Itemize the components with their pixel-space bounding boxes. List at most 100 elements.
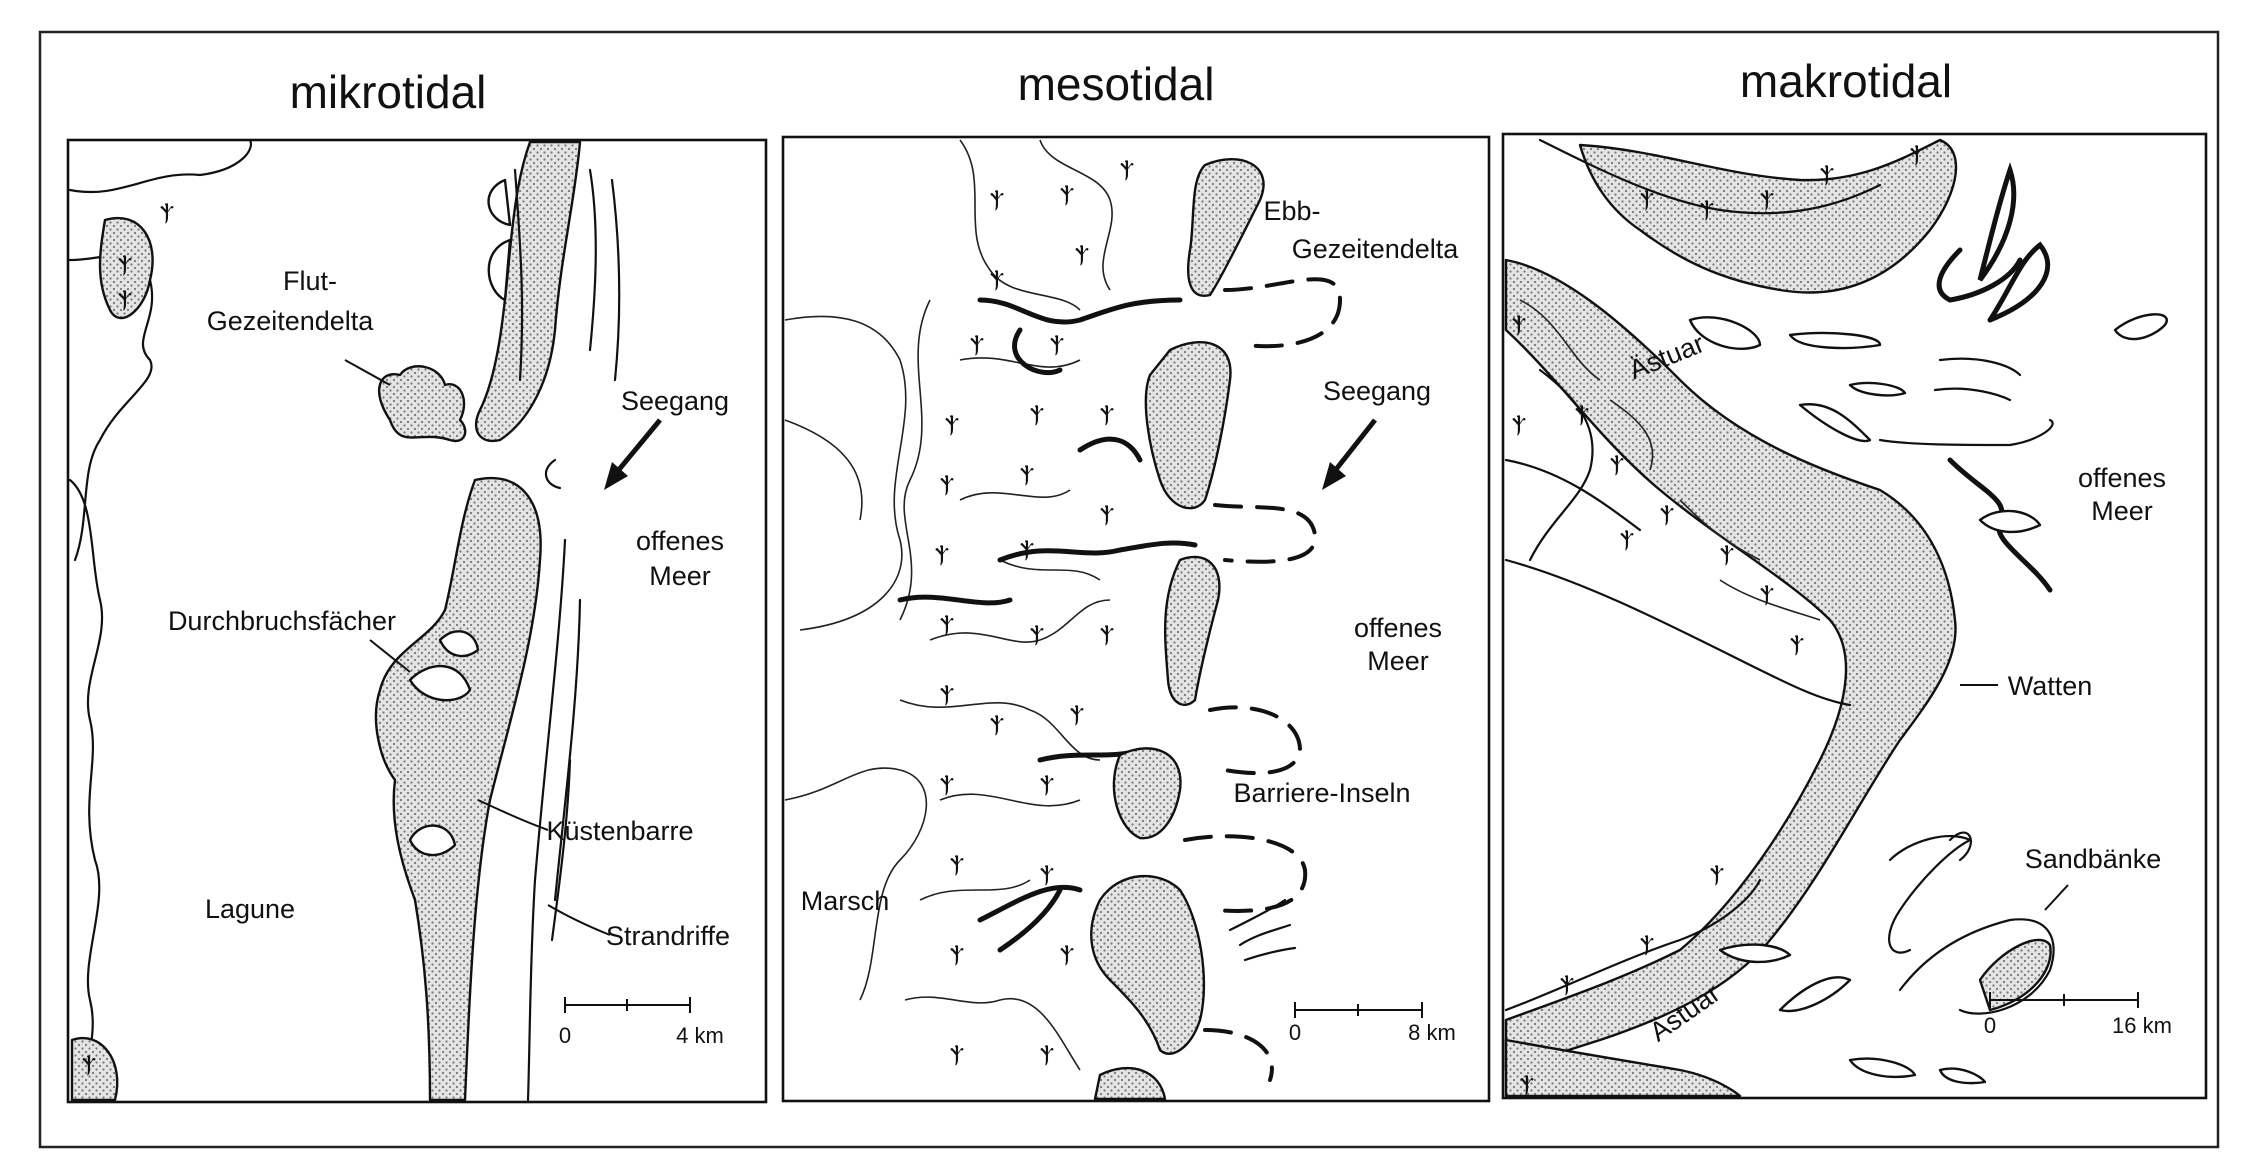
marsh-edge (1538, 138, 1882, 215)
tidal-channel (959, 489, 1071, 501)
beach-ridge (526, 538, 567, 1102)
panel-frame-makrotidal (1501, 132, 2208, 1100)
label-sandbanks: Sandbänke (2025, 844, 2162, 874)
marsh-symbol: ⲯ (1100, 397, 1114, 427)
marsh-symbol: ⲯ (1100, 497, 1114, 527)
barrier-island-south (374, 476, 542, 1102)
washover-fan (438, 630, 480, 658)
label-tidal-flats: Watten (2008, 671, 2093, 701)
panel-mesotidal: ⲯ ⲯ ⲯ ⲯ ⲯ ⲯ ⲯ ⲯ ⲯ ⲯ ⲯ ⲯ ⲯ ⲯ ⲯ ⲯ ⲯ ⲯ ⲯ ⲯ … (781, 135, 1491, 1103)
scale-start: 0 (1289, 1020, 1301, 1045)
tidal-channel (1719, 579, 1821, 621)
sand-bar (1798, 403, 1872, 443)
sand-bar (1718, 943, 1792, 964)
mainland-marsh-patch (98, 217, 154, 320)
tidal-channel (929, 599, 1111, 643)
panel-frame-mesotidal (781, 135, 1491, 1103)
beach-ridge (550, 758, 572, 942)
marsh-symbol: ⲯ (160, 195, 174, 225)
sand-bar (1933, 357, 2022, 402)
estuary-marsh-boundary (1504, 458, 1642, 532)
marsh-symbol: ⲯ (1070, 697, 1084, 727)
sandbank-outline (1948, 831, 1972, 862)
label-barrier: Küstenbarre (546, 816, 693, 846)
marsh-symbol: ⲯ (970, 327, 984, 357)
tidal-channel (1609, 399, 1654, 471)
marsh-symbol: ⲯ (1640, 182, 1654, 212)
label-open-sea-2: Meer (1367, 646, 1429, 676)
marsh-symbol: ⲯ (1700, 192, 1714, 222)
marsh-symbol: ⲯ (1560, 967, 1574, 997)
marsh-symbol: ⲯ (1020, 457, 1034, 487)
marsh-symbol: ⲯ (950, 937, 964, 967)
leader-flood-delta (344, 359, 391, 386)
main-channel (1012, 327, 1063, 376)
marsh-symbol: ⲯ (1910, 137, 1924, 167)
ebb-delta-margin (1223, 277, 1343, 349)
label-lagoon: Lagune (205, 894, 295, 924)
scale-end: 8 km (1408, 1020, 1456, 1045)
beach-ridge (544, 458, 562, 490)
label-open-sea-2: Meer (649, 561, 711, 591)
label-beach-ridges: Strandriffe (606, 921, 730, 951)
main-channel (997, 887, 1063, 953)
scale-end: 16 km (2112, 1013, 2172, 1038)
marsh-symbol: ⲯ (1120, 152, 1134, 182)
main-channel (997, 540, 1198, 563)
marsh-symbol: ⲯ (1620, 522, 1634, 552)
marsh-symbol: ⲯ (1790, 627, 1804, 657)
panel-title-mikrotidal: mikrotidal (290, 66, 487, 118)
sand-bar (2113, 313, 2168, 341)
barrier-island (1163, 555, 1221, 706)
sand-bar (1778, 976, 1852, 1013)
sand-bar (1848, 381, 1907, 397)
ebb-delta-margin (1203, 1028, 1274, 1082)
marsh-symbol: ⲯ (940, 467, 954, 497)
sand-bar (1878, 418, 2054, 447)
mainland-marsh-patch (70, 1037, 119, 1102)
main-channel (1077, 436, 1143, 463)
label-marsh: Marsch (801, 886, 890, 916)
marsh-symbol: ⲯ (1660, 497, 1674, 527)
tidal-flat-south (1504, 1038, 1742, 1098)
sand-ridge (1977, 162, 2017, 282)
beach-ridge (588, 168, 597, 352)
marsh-symbol: ⲯ (1520, 1067, 1534, 1097)
marsh-symbol: ⲯ (1075, 237, 1089, 267)
tidal-channel (904, 996, 1081, 1071)
barrier-island (1112, 747, 1182, 840)
main-channel (977, 297, 1183, 325)
label-barrier-islands: Barriere-Inseln (1233, 778, 1410, 808)
estuary-marsh-boundary (1504, 558, 1852, 707)
label-flood-delta-2: Gezeitendelta (207, 306, 375, 336)
flood-tidal-delta (378, 365, 467, 443)
sandbank-outline (1898, 918, 2055, 1015)
washover-fan (408, 824, 457, 857)
marsh-symbol: ⲯ (1040, 767, 1054, 797)
marsh-symbol: ⲯ (1100, 617, 1114, 647)
panel-frame-mikrotidal (66, 138, 768, 1104)
panel-title-makrotidal: makrotidal (1740, 55, 1952, 107)
tidal-channel (939, 793, 1081, 807)
tidal-channel (959, 139, 1081, 311)
marsh-symbol: ⲯ (990, 182, 1004, 212)
beach-ridge (610, 178, 621, 382)
tidal-flat-north (1578, 138, 1958, 294)
beach-ridge (513, 168, 524, 382)
tidal-channel (1519, 299, 1601, 381)
tidal-channel (899, 699, 1101, 761)
marsh-symbol: ⲯ (945, 407, 959, 437)
marsh-symbol: ⲯ (82, 1047, 96, 1077)
marsh-symbol: ⲯ (940, 607, 954, 637)
panel-title-mesotidal: mesotidal (1018, 58, 1215, 110)
tidal-channel (1039, 139, 1113, 291)
marsh-symbol: ⲯ (1720, 537, 1734, 567)
panel-mikrotidal: ⲯ ⲯ ⲯ ⲯ Flut- Gezeitendelta Seegang offe… (66, 138, 768, 1104)
marsh-symbol: ⲯ (990, 707, 1004, 737)
marsh-symbol: ⲯ (1760, 577, 1774, 607)
wave-arrowhead (604, 462, 628, 490)
marsh-symbol: ⲯ (1512, 407, 1526, 437)
scale-bar-mesotidal: 0 8 km (1289, 1002, 1456, 1045)
tidal-channel (784, 419, 863, 521)
